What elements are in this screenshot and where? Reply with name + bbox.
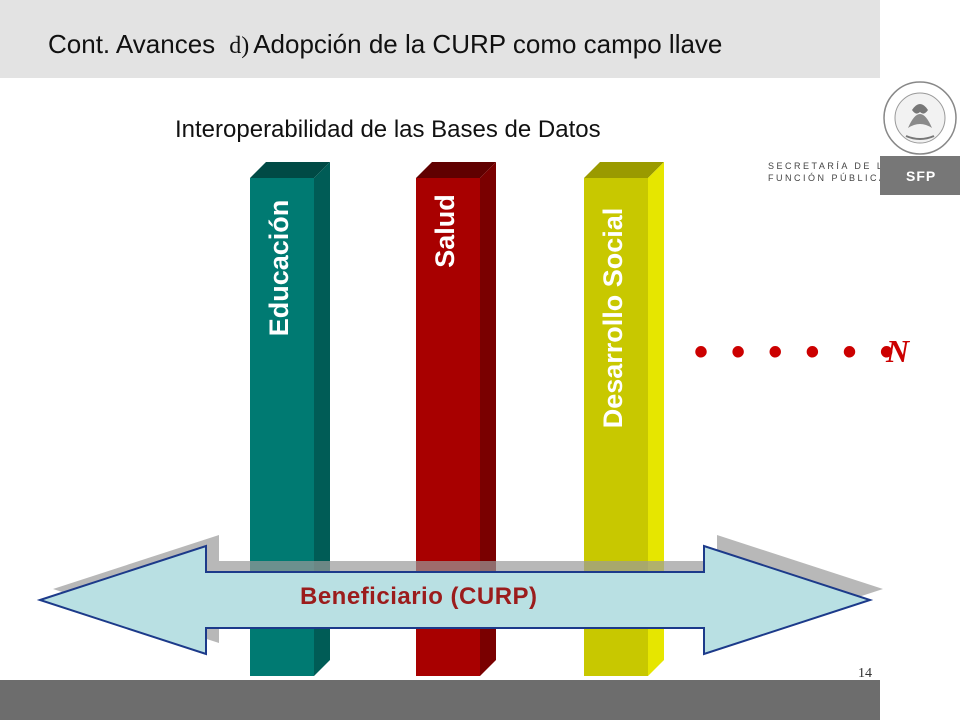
header-band [0, 0, 880, 78]
secretaria-text: SECRETARÍA DE LA FUNCIÓN PÚBLICA [768, 160, 893, 184]
title-part-3: Adopción de la CURP como campo llave [253, 29, 723, 59]
secretaria-line-2: FUNCIÓN PÚBLICA [768, 173, 888, 183]
n-label: N [886, 333, 910, 369]
mexican-seal-icon [883, 81, 957, 155]
pillar-label-salud: Salud [430, 194, 460, 268]
page-number: 14 [858, 666, 872, 681]
sfp-logo: SFP [880, 156, 960, 195]
pillar-label-educacion: Educación [264, 199, 294, 337]
title-part-1: Cont. Avances [48, 29, 216, 59]
secretaria-line-1: SECRETARÍA DE LA [768, 161, 893, 171]
diagram-subtitle: Interoperabilidad de las Bases de Datos [175, 116, 601, 143]
beneficiario-arrow [36, 544, 874, 656]
logo-panel [880, 0, 960, 200]
beneficiario-label: Beneficiario (CURP) [300, 583, 538, 610]
page-title: Cont. Avances d)Adopción de la CURP como … [48, 29, 722, 60]
title-part-2: d) [229, 33, 250, 59]
pillar-label-desarrollo-social: Desarrollo Social [598, 207, 628, 429]
footer-band [0, 680, 880, 720]
continuation-dots: • • • • • • [694, 330, 900, 374]
